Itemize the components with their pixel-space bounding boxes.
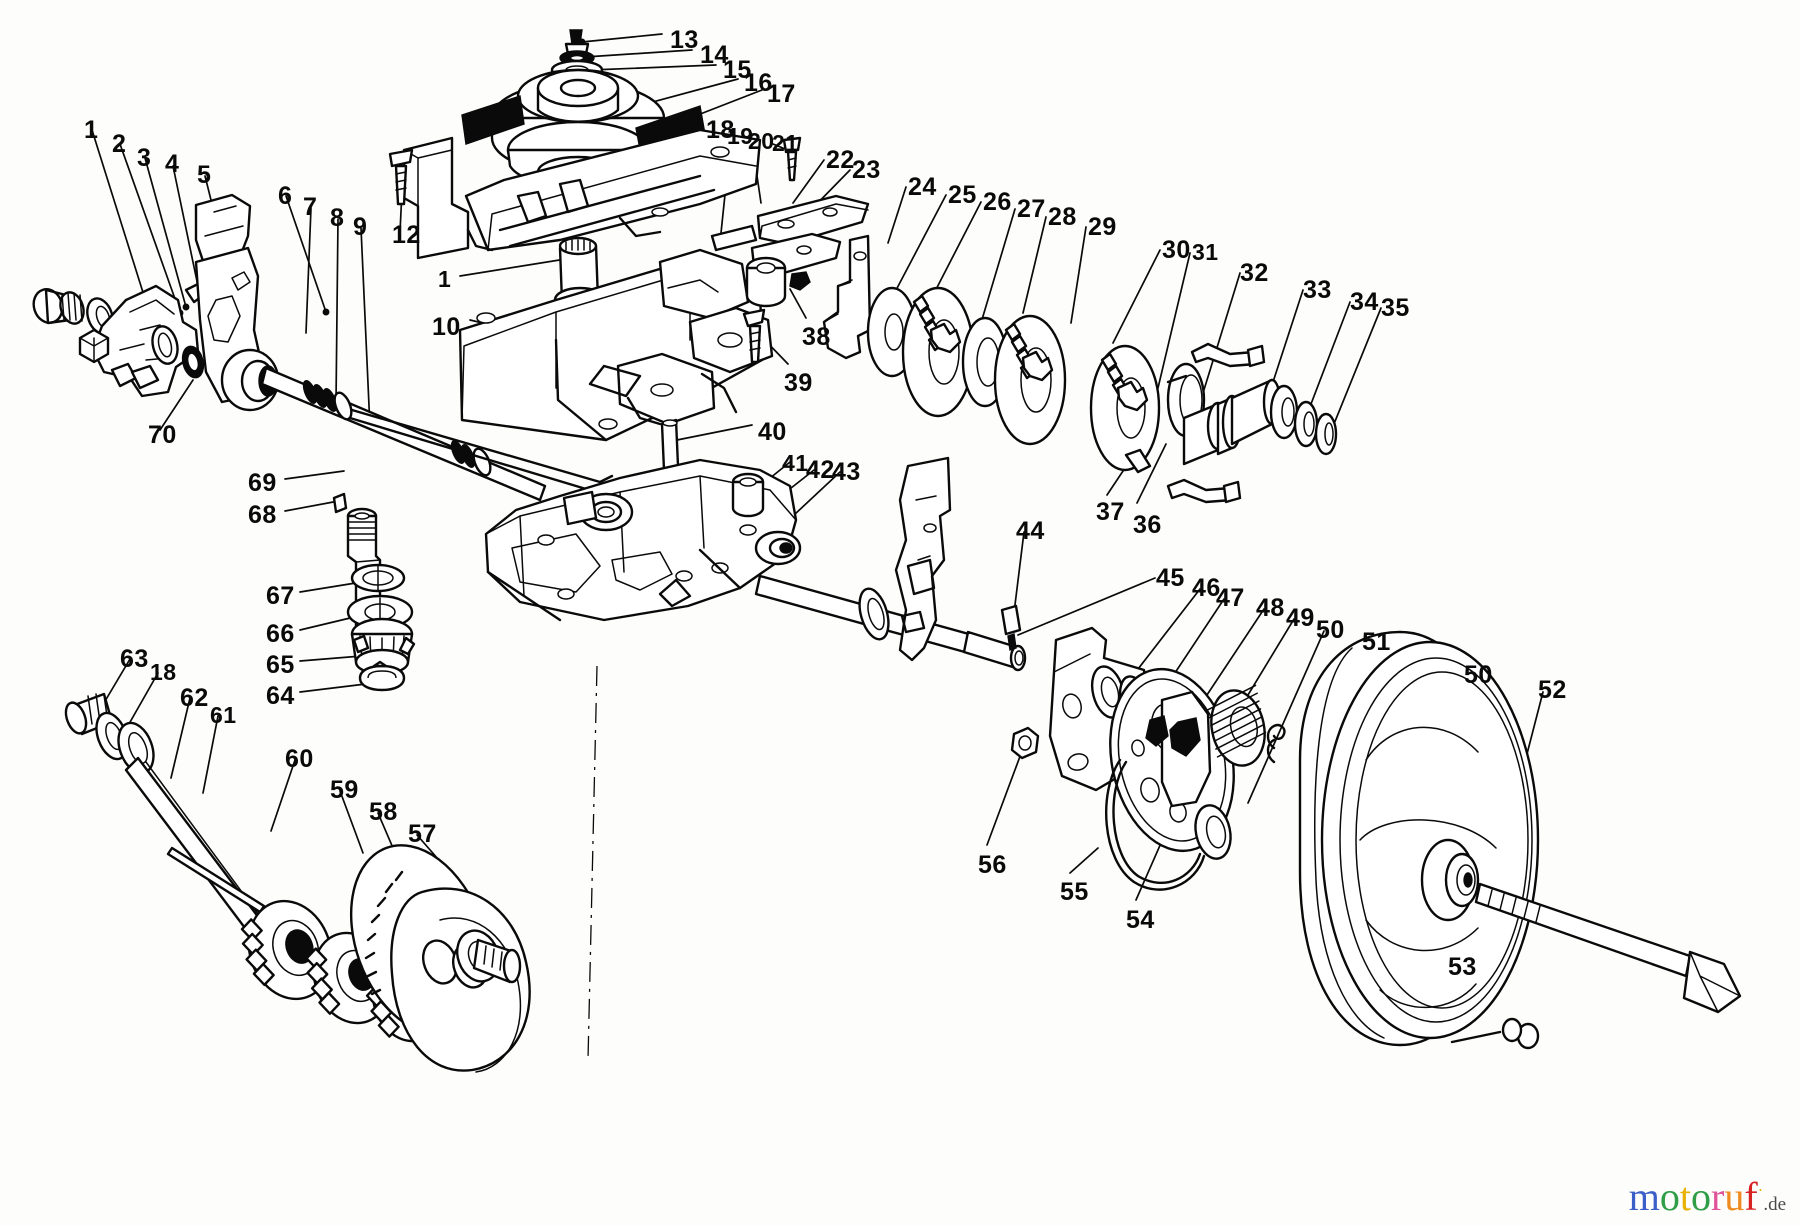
callout-12: 12 bbox=[392, 221, 421, 249]
callout-21: 21 bbox=[772, 130, 799, 156]
callout-42: 42 bbox=[806, 456, 835, 484]
callout-37: 37 bbox=[1096, 498, 1125, 526]
watermark-letter-o2: o bbox=[1690, 1174, 1711, 1219]
wheel-and-tire bbox=[1298, 630, 1742, 1050]
callout-6: 6 bbox=[278, 182, 293, 210]
callout-70: 70 bbox=[148, 421, 177, 449]
callout-46: 46 bbox=[1192, 574, 1221, 602]
callout-62: 62 bbox=[180, 684, 209, 712]
watermark-dot-icon: · bbox=[1757, 1180, 1764, 1200]
callout-67: 67 bbox=[266, 582, 295, 610]
steering-knuckle-assembly bbox=[32, 193, 280, 412]
callout-40: 40 bbox=[758, 418, 787, 446]
callout-30: 30 bbox=[1162, 236, 1191, 264]
callout-13: 13 bbox=[670, 26, 699, 54]
callout-38: 38 bbox=[802, 323, 831, 351]
output-shaft-and-washers bbox=[1124, 342, 1338, 504]
callout-59: 59 bbox=[330, 776, 359, 804]
callout-48: 48 bbox=[1256, 594, 1285, 622]
callout-43: 43 bbox=[832, 458, 861, 486]
callout-50: 50 bbox=[1316, 616, 1345, 644]
center-line bbox=[587, 665, 598, 1061]
callout-9: 9 bbox=[353, 213, 368, 241]
gear-case-upper-housing bbox=[458, 236, 774, 442]
callout-45: 45 bbox=[1156, 564, 1185, 592]
watermark-tld: .de bbox=[1763, 1194, 1786, 1215]
callout-14: 14 bbox=[700, 41, 729, 69]
callout-41: 41 bbox=[782, 450, 809, 476]
gear-case-lower-housing bbox=[484, 418, 802, 622]
main-drive-shaft bbox=[260, 366, 614, 502]
wheel-drive-plate-assembly bbox=[1010, 626, 1286, 891]
callout-28: 28 bbox=[1048, 203, 1077, 231]
clutch-lever-linkage bbox=[742, 194, 872, 364]
callout-20: 20 bbox=[748, 128, 775, 154]
callout-39: 39 bbox=[784, 369, 813, 397]
belt-cover-bracket bbox=[388, 128, 802, 260]
watermark-letter-m: m bbox=[1628, 1174, 1660, 1219]
callout-3: 3 bbox=[137, 144, 152, 172]
callout-47: 47 bbox=[1216, 584, 1245, 612]
callout-29: 29 bbox=[1088, 213, 1117, 241]
callout-53: 53 bbox=[1448, 953, 1477, 981]
pinion-gear-train bbox=[64, 692, 531, 1073]
callout-4: 4 bbox=[165, 150, 180, 178]
callout-57: 57 bbox=[408, 820, 437, 848]
callout-61: 61 bbox=[210, 702, 237, 728]
callout-27: 27 bbox=[1017, 195, 1046, 223]
watermark-letter-t: t bbox=[1679, 1174, 1691, 1219]
watermark-letter-o1: o bbox=[1659, 1174, 1680, 1219]
callout-1-second: 1 bbox=[438, 266, 452, 292]
callout-19: 19 bbox=[727, 123, 754, 149]
callout-22: 22 bbox=[826, 146, 855, 174]
callout-60: 60 bbox=[285, 745, 314, 773]
callout-1: 1 bbox=[84, 116, 99, 144]
callout-18: 18 bbox=[706, 116, 735, 144]
callout-54: 54 bbox=[1126, 906, 1155, 934]
watermark-letter-r: r bbox=[1710, 1174, 1725, 1219]
callout-10: 10 bbox=[432, 313, 461, 341]
callout-65: 65 bbox=[266, 651, 295, 679]
callout-66: 66 bbox=[266, 620, 295, 648]
callout-49: 49 bbox=[1286, 604, 1315, 632]
watermark-letter-f: f bbox=[1744, 1174, 1758, 1219]
callout-56: 56 bbox=[978, 851, 1007, 879]
callout-33: 33 bbox=[1303, 276, 1332, 304]
callout-36: 36 bbox=[1133, 511, 1162, 539]
callout-64: 64 bbox=[266, 682, 295, 710]
clutch-disc-stack bbox=[866, 286, 1206, 472]
callout-32: 32 bbox=[1240, 259, 1269, 287]
callout-24: 24 bbox=[908, 173, 937, 201]
callout-50-second: 50 bbox=[1464, 661, 1493, 689]
bevel-pinion-and-shaft bbox=[332, 492, 416, 692]
callout-16: 16 bbox=[744, 69, 773, 97]
callout-15: 15 bbox=[723, 56, 752, 84]
callout-63: 63 bbox=[120, 645, 149, 673]
callout-35: 35 bbox=[1381, 294, 1410, 322]
callout-68: 68 bbox=[248, 501, 277, 529]
callout-18-second: 18 bbox=[150, 659, 177, 685]
callout-26: 26 bbox=[983, 188, 1012, 216]
callout-23: 23 bbox=[852, 156, 881, 184]
callout-51: 51 bbox=[1362, 628, 1391, 656]
callout-34: 34 bbox=[1350, 288, 1379, 316]
callout-58: 58 bbox=[369, 798, 398, 826]
callout-31: 31 bbox=[1192, 239, 1219, 265]
callout-44: 44 bbox=[1016, 517, 1045, 545]
callout-25: 25 bbox=[948, 181, 977, 209]
callout-17: 17 bbox=[767, 80, 796, 108]
callout-8: 8 bbox=[330, 204, 345, 232]
axle-and-shift-fork bbox=[754, 456, 1027, 672]
callout-55: 55 bbox=[1060, 878, 1089, 906]
callout-7: 7 bbox=[303, 193, 318, 221]
callout-2: 2 bbox=[112, 130, 127, 158]
watermark-letter-u: u bbox=[1724, 1174, 1745, 1219]
watermark-motoruf: motoruf·.de bbox=[1629, 1177, 1786, 1217]
callout-5: 5 bbox=[197, 161, 212, 189]
callout-69: 69 bbox=[248, 469, 277, 497]
callout-52: 52 bbox=[1538, 676, 1567, 704]
